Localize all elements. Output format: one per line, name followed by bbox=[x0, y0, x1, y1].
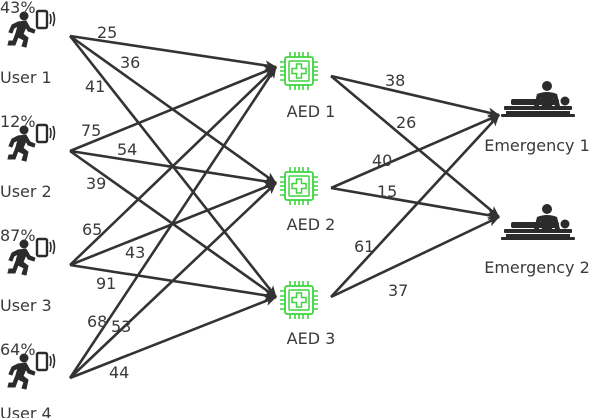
weight-user1-aed3: 41 bbox=[85, 77, 105, 96]
emergency-label: Emergency 2 bbox=[484, 258, 590, 277]
weight-user3-aed2: 43 bbox=[125, 243, 145, 262]
weight-user4-aed1: 68 bbox=[87, 312, 107, 331]
user-percent: 64% bbox=[0, 340, 36, 359]
edge-aed3-emergency1 bbox=[330, 114, 500, 298]
weight-user2-aed3: 39 bbox=[86, 174, 106, 193]
aed-label: AED 2 bbox=[287, 215, 336, 234]
edge-aed3-emergency2 bbox=[330, 215, 500, 299]
weight-user2-aed1: 75 bbox=[81, 121, 101, 140]
weight-user3-aed3: 91 bbox=[96, 274, 116, 293]
edge-user3-aed1 bbox=[69, 66, 277, 266]
weight-user1-aed1: 25 bbox=[97, 23, 117, 42]
edge-aed1-emergency2 bbox=[330, 75, 500, 218]
weight-user3-aed1: 65 bbox=[82, 220, 102, 239]
edge-user4-aed2 bbox=[69, 182, 277, 379]
user-label: User 2 bbox=[0, 182, 52, 201]
aed-chip-icon bbox=[279, 51, 319, 91]
edge-aed2-emergency1 bbox=[330, 113, 500, 190]
user-label: User 4 bbox=[0, 404, 52, 418]
user-percent: 87% bbox=[0, 226, 36, 245]
weight-aed1-emergency1: 38 bbox=[385, 71, 405, 90]
weight-user4-aed2: 53 bbox=[111, 317, 131, 336]
aed-chip-icon bbox=[279, 166, 319, 206]
weight-aed2-emergency2: 15 bbox=[377, 182, 397, 201]
emergency-node-1: Emergency 1 bbox=[484, 81, 590, 155]
aed-label: AED 1 bbox=[287, 102, 336, 121]
user-node-2: 12% User 2 bbox=[0, 112, 56, 201]
weight-user4-aed3: 44 bbox=[109, 363, 129, 382]
weight-user2-aed2: 54 bbox=[117, 140, 137, 159]
edge-user2-aed1 bbox=[69, 65, 277, 153]
edge-user4-aed3 bbox=[69, 295, 277, 380]
edge-user4-aed1 bbox=[68, 66, 278, 379]
weight-user1-aed2: 36 bbox=[120, 53, 140, 72]
user-percent: 12% bbox=[0, 112, 36, 131]
aed-node-1: AED 1 bbox=[279, 51, 336, 121]
aed-chip-icon bbox=[279, 280, 319, 320]
user-label: User 3 bbox=[0, 296, 52, 315]
emergency-node-2: Emergency 2 bbox=[484, 204, 590, 277]
weight-aed2-emergency1: 40 bbox=[372, 151, 392, 170]
aed-node-3: AED 3 bbox=[279, 280, 336, 348]
user-node-4: 64% User 4 bbox=[0, 340, 56, 418]
user-percent: 43% bbox=[0, 0, 36, 17]
weight-aed1-emergency2: 26 bbox=[396, 113, 416, 132]
patient-on-bed-icon bbox=[501, 81, 575, 117]
user-label: User 1 bbox=[0, 68, 52, 87]
patient-on-bed-icon bbox=[501, 204, 575, 240]
aed-node-2: AED 2 bbox=[279, 166, 336, 234]
edge-aed1-emergency1 bbox=[330, 74, 500, 118]
user-node-1: 43% User 1 bbox=[0, 0, 56, 87]
user-node-3: 87% User 3 bbox=[0, 226, 56, 315]
weight-aed3-emergency1: 61 bbox=[354, 237, 374, 256]
weight-aed3-emergency2: 37 bbox=[388, 281, 408, 300]
edge-user1-aed1 bbox=[69, 34, 277, 71]
edges-layer bbox=[68, 34, 500, 380]
aed-label: AED 3 bbox=[287, 329, 336, 348]
edge-aed2-emergency2 bbox=[330, 186, 500, 221]
emergency-label: Emergency 1 bbox=[484, 136, 590, 155]
